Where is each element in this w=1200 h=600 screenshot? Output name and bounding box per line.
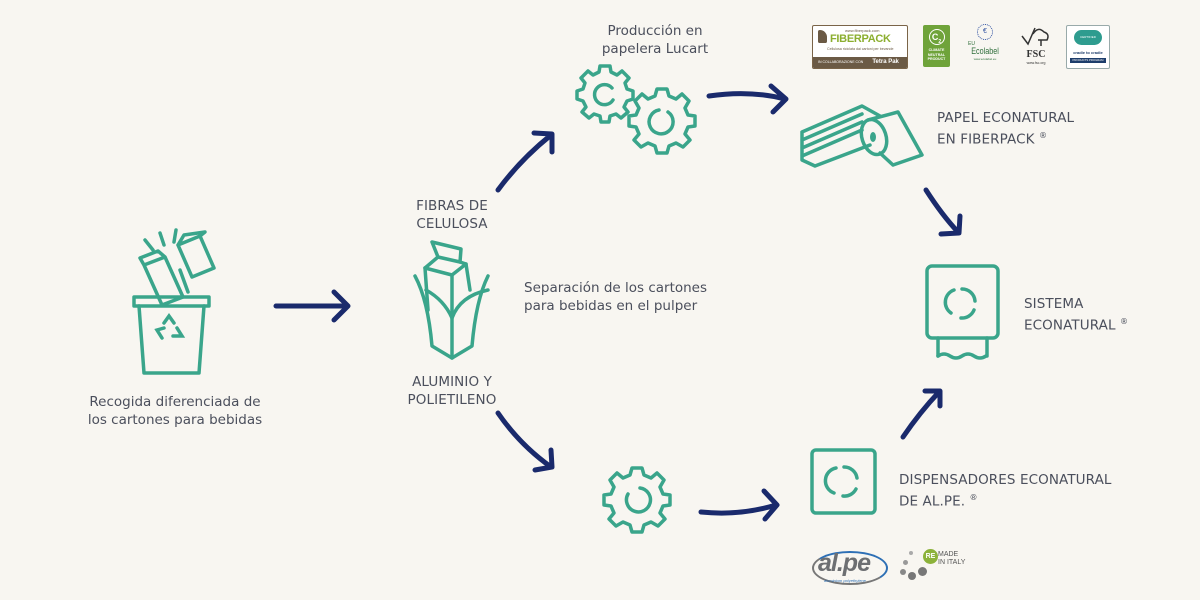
aluminium-line-2: POLIETILENO — [407, 392, 497, 408]
registered-mark: ® — [1120, 317, 1129, 326]
dispensers-label: DISPENSADORES ECONATURAL DE AL.PE. ® — [899, 471, 1159, 511]
fiberpack-collab: IN COLLABORAZIONE CON — [818, 60, 864, 64]
alpe-logo: al.pe aluminium polyethylene — [812, 549, 888, 587]
fiberpack-footer: IN COLLABORAZIONE CON Tetra Pak — [813, 57, 907, 68]
co2-symbol: C — [931, 32, 939, 42]
climate-line-3: PRODUCT — [927, 57, 946, 61]
climate-neutral-logo: C2 CLIMATE NEUTRAL PRODUCT — [923, 25, 950, 67]
climate-line-1: CLIMATE — [928, 48, 945, 52]
tetra-pak-label: Tetra Pak — [872, 59, 899, 65]
c2c-program: PRODUCTS PROGRAM — [1070, 58, 1106, 63]
registered-mark: ® — [969, 493, 978, 502]
paper-label: PAPEL ECONATURAL EN FIBERPACK ® — [937, 109, 1137, 149]
fsc-tree-icon — [1021, 27, 1049, 46]
system-label: SISTEMA ECONATURAL ® — [1024, 295, 1184, 335]
alpe-sub-1: aluminium — [824, 578, 843, 583]
fiberpack-logo: www.fiberpack.com FIBERPACK Cellulosa ri… — [812, 25, 908, 69]
remade-line-2: IN ITALY — [938, 559, 966, 566]
fibers-line-1: FIBRAS DE — [416, 198, 488, 214]
ecolabel-eu: EU — [968, 41, 975, 47]
system-line-1: SISTEMA — [1024, 296, 1084, 312]
fsc-logo: FSC www.fsc.org — [1018, 24, 1054, 68]
system-line-2: ECONATURAL — [1024, 317, 1116, 334]
cradle-to-cradle-logo: CERTIFIED cradle to cradle PRODUCTS PROG… — [1066, 25, 1110, 69]
alpe-sub-2: polyethylene — [843, 578, 866, 583]
separation-label: Separación de los cartones para bebidas … — [524, 279, 754, 315]
remade-line-1: MADE — [938, 551, 959, 558]
co2-icon: C2 — [928, 29, 945, 45]
fiberpack-name: FIBERPACK — [830, 33, 891, 45]
aluminium-line-1: ALUMINIO Y — [412, 374, 492, 390]
collection-label: Recogida diferenciada de los cartones pa… — [70, 393, 280, 429]
aluminium-label: ALUMINIO Y POLIETILENO — [387, 373, 517, 409]
separation-line-1: Separación de los cartones — [524, 280, 708, 296]
registered-mark: ® — [1039, 131, 1048, 140]
eu-flower-icon: € — [977, 24, 993, 40]
alpe-name: al.pe — [818, 549, 871, 577]
collection-line-2: los cartones para bebidas — [87, 412, 263, 428]
separation-line-2: para bebidas en el pulper — [524, 298, 698, 314]
co2-sub: 2 — [938, 38, 942, 45]
remade-re: RE — [923, 549, 938, 564]
fiberpack-leaf-icon — [818, 30, 827, 43]
c2c-symbol-icon: CERTIFIED — [1074, 30, 1102, 45]
dispensers-line-1: DISPENSADORES ECONATURAL — [899, 472, 1112, 488]
collection-line-1: Recogida diferenciada de — [89, 394, 261, 410]
fsc-name: FSC — [1026, 49, 1046, 60]
fibers-line-2: CELULOSA — [416, 216, 488, 232]
production-label: Producción en papelera Lucart — [575, 22, 735, 58]
climate-line-2: NEUTRAL — [927, 52, 946, 57]
fiberpack-url: www.fiberpack.com — [845, 28, 880, 33]
paper-line-2: EN FIBERPACK — [937, 131, 1035, 148]
paper-line-1: PAPEL ECONATURAL — [937, 110, 1075, 126]
ecolabel-url: www.ecolabel.eu — [973, 57, 997, 61]
fiberpack-tagline: Cellulosa riciclata dai cartoni per beva… — [827, 47, 894, 51]
dispensers-line-2: DE AL.PE. — [899, 493, 966, 510]
alpe-swoosh — [812, 551, 888, 585]
ecolabel-logo: € EU Ecolabel www.ecolabel.eu — [965, 24, 1005, 68]
fsc-url: www.fsc.org — [1026, 61, 1046, 65]
fibers-label: FIBRAS DE CELULOSA — [392, 197, 512, 233]
c2c-name: cradle to cradle — [1073, 50, 1103, 55]
remade-in-italy-logo: RE MADE IN ITALY — [898, 548, 978, 582]
production-line-2: papelera Lucart — [601, 41, 709, 57]
ecolabel-name: Ecolabel — [971, 46, 999, 56]
c2c-certified: CERTIFIED — [1080, 35, 1096, 39]
production-line-1: Producción en — [607, 23, 703, 39]
